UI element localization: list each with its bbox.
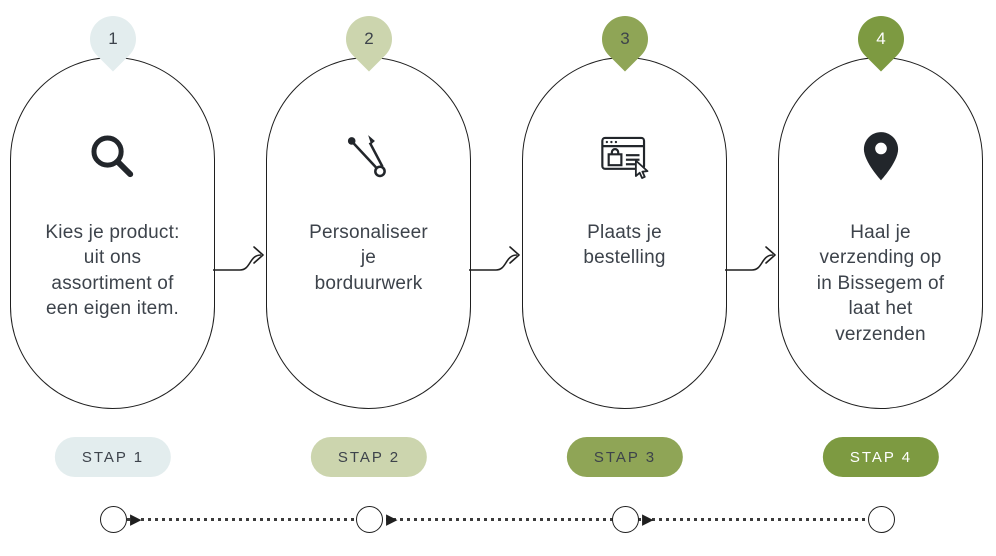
step-number-badge-1: 1 (79, 6, 146, 72)
search-icon (84, 118, 142, 196)
timeline-dot-1 (100, 506, 127, 533)
step-number-badge-2: 2 (335, 6, 402, 72)
step-number: 1 (107, 29, 118, 48)
step-number-badge-4: 4 (847, 6, 914, 72)
step-card-4: 4 Haal je verzending op in Bissegem of l… (778, 6, 983, 409)
connector-arrow-1-2 (212, 244, 270, 278)
step-card-1: 1 Kies je product: uit ons assortiment o… (10, 6, 215, 409)
connector-arrow-3-4 (724, 244, 782, 278)
step-card-2: 2 Personaliseer je borduurwerk (266, 6, 471, 409)
timeline-dot-2 (356, 506, 383, 533)
step-title: Personaliseer je borduurwerk (309, 222, 428, 294)
play-triangle-icon: ▶ (130, 511, 142, 528)
step-label-4: STAP 4 (822, 437, 940, 477)
step-label-1: STAP 1 (54, 437, 172, 477)
timeline-dot-4 (868, 506, 895, 533)
step-label-2: STAP 2 (310, 437, 428, 477)
step-card-3: 3 Plaats je bestelling (522, 6, 727, 409)
step-label-3: STAP 3 (566, 437, 684, 477)
step-title: Haal je verzending op in Bissegem of laa… (816, 222, 945, 345)
play-triangle-icon: ▶ (642, 511, 654, 528)
order-window-icon (596, 118, 654, 196)
step-title: Kies je product: uit ons assortiment of … (45, 222, 180, 320)
step-number-badge-3: 3 (591, 6, 658, 72)
play-triangle-icon: ▶ (386, 511, 398, 528)
safety-pin-icon (342, 118, 396, 196)
timeline-dotted-line (113, 518, 881, 521)
step-number: 3 (619, 29, 630, 48)
step-number: 4 (875, 29, 886, 48)
step-number: 2 (363, 29, 374, 48)
timeline-dot-3 (612, 506, 639, 533)
step-title: Plaats je bestelling (583, 222, 666, 269)
location-pin-icon (856, 118, 906, 196)
connector-arrow-2-3 (468, 244, 526, 278)
